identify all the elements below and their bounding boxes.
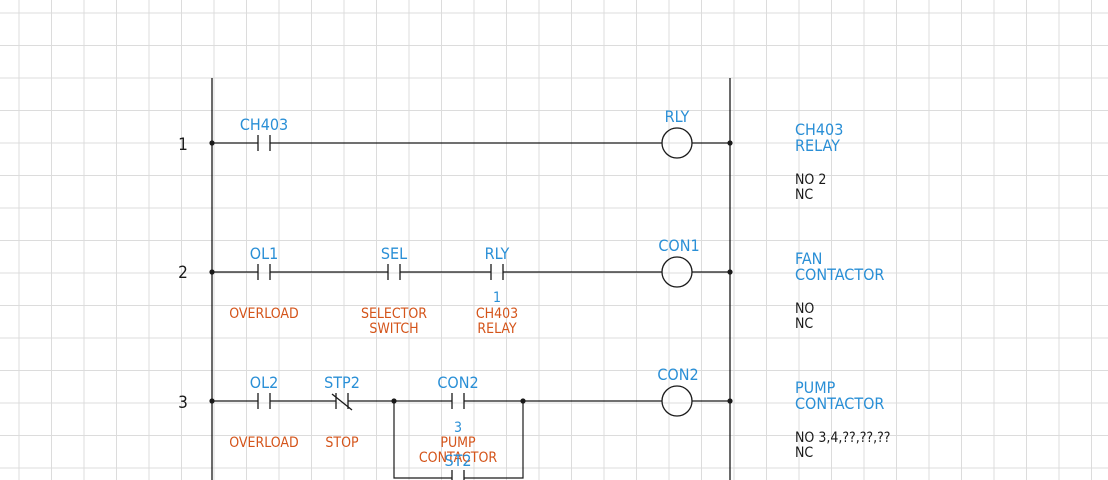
coil-tag: CON2 bbox=[657, 365, 698, 384]
contact-tag: OL1 bbox=[250, 244, 279, 263]
contact-tag: STP2 bbox=[324, 373, 360, 392]
no-contacts-xref: NO 3,4,??,??,?? bbox=[795, 430, 890, 446]
contact-desc: OVERLOAD bbox=[229, 435, 298, 451]
contact-rung-ref: 1 bbox=[493, 290, 501, 306]
contact-no[interactable] bbox=[490, 264, 504, 280]
branch-wire bbox=[464, 401, 524, 479]
contact-rung-ref: 3 bbox=[454, 420, 462, 436]
contact-tag: CON2 bbox=[437, 373, 478, 392]
rung-number: 2 bbox=[178, 263, 188, 283]
nc-contacts-xref: NC bbox=[795, 445, 813, 461]
rung-number: 1 bbox=[178, 135, 188, 155]
contact-tag: CH403 bbox=[240, 115, 288, 134]
coil-desc-line2: CONTACTOR bbox=[795, 265, 884, 284]
contact-desc: OVERLOAD bbox=[229, 306, 298, 322]
no-contacts-xref: NO bbox=[795, 301, 814, 317]
nc-contacts-xref: NC bbox=[795, 316, 813, 332]
contact-desc: STOP bbox=[325, 435, 359, 451]
coil[interactable] bbox=[661, 256, 693, 288]
coil-desc-line1: FAN bbox=[795, 249, 822, 268]
rung-1: 1 CH403 RLY CH403 RELAY NO 2 NC bbox=[178, 107, 843, 203]
contact-tag: OL2 bbox=[250, 373, 279, 392]
contact-desc-line1: PUMP bbox=[440, 435, 476, 451]
rung-number: 3 bbox=[178, 393, 188, 413]
contact-desc-line1: CH403 bbox=[476, 306, 518, 322]
contact-desc-line2: RELAY bbox=[477, 321, 517, 337]
contact-tag: RLY bbox=[485, 244, 510, 263]
nc-contacts-xref: NC bbox=[795, 187, 813, 203]
no-contacts-xref: NO 2 bbox=[795, 172, 826, 188]
coil-tag: CON1 bbox=[658, 236, 699, 255]
contact-desc-line1: SELECTOR bbox=[361, 306, 427, 322]
rung-2: 2 OL1 OVERLOAD SEL SELECTOR SWITCH RLY 1… bbox=[178, 236, 884, 337]
coil[interactable] bbox=[661, 385, 693, 417]
contact-no[interactable] bbox=[451, 393, 465, 409]
coil-desc-line2: RELAY bbox=[795, 136, 840, 155]
branch-contact-tag: ST2 bbox=[444, 451, 471, 470]
contact-no[interactable] bbox=[387, 264, 401, 280]
contact-no[interactable] bbox=[257, 393, 271, 409]
contact-no[interactable] bbox=[257, 264, 271, 280]
coil-desc-line1: CH403 bbox=[795, 120, 843, 139]
rung-3: 3 OL2 OVERLOAD STP2 STOP CON2 3 PUMP bbox=[178, 365, 890, 480]
contact-tag: SEL bbox=[381, 244, 407, 263]
contact-desc-line2: CONTACTOR bbox=[419, 450, 498, 466]
branch-contact[interactable] bbox=[451, 470, 465, 480]
coil-tag: RLY bbox=[665, 107, 690, 126]
coil-desc-line1: PUMP bbox=[795, 378, 836, 397]
branch-wire bbox=[393, 401, 452, 479]
contact-desc-line2: SWITCH bbox=[369, 321, 418, 337]
coil-desc-line2: CONTACTOR bbox=[795, 394, 884, 413]
